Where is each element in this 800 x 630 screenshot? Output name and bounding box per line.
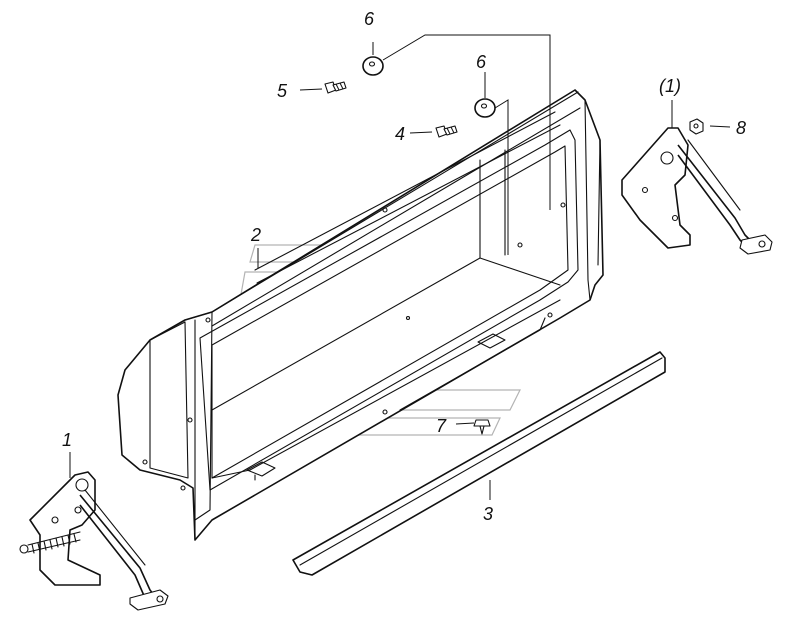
bolt-5: [324, 81, 347, 94]
callout-8: 8: [736, 118, 746, 138]
hinge-bracket-right: [621, 127, 773, 255]
callout-labels: 5 4 6 6 2 7 8 (1) 1 3: [62, 9, 746, 524]
washer-6-top: [362, 56, 384, 76]
callout-1-paren: (1): [659, 76, 681, 96]
nut-8: [689, 118, 704, 135]
hinge-bracket-left: [19, 471, 169, 611]
panel-cover: [117, 89, 604, 541]
callout-3: 3: [483, 504, 493, 524]
leader-lines: [69, 34, 731, 500]
callout-6-top: 6: [364, 9, 375, 29]
callout-1: 1: [62, 430, 72, 450]
strip-rail: [292, 351, 666, 576]
bolt-4: [435, 125, 458, 138]
callout-6-mid: 6: [476, 52, 487, 72]
clip-7: [473, 419, 491, 435]
callout-7: 7: [436, 416, 447, 436]
callout-4: 4: [395, 124, 405, 144]
washer-6-mid: [474, 98, 496, 118]
callout-5: 5: [277, 81, 288, 101]
callout-2: 2: [250, 225, 261, 245]
